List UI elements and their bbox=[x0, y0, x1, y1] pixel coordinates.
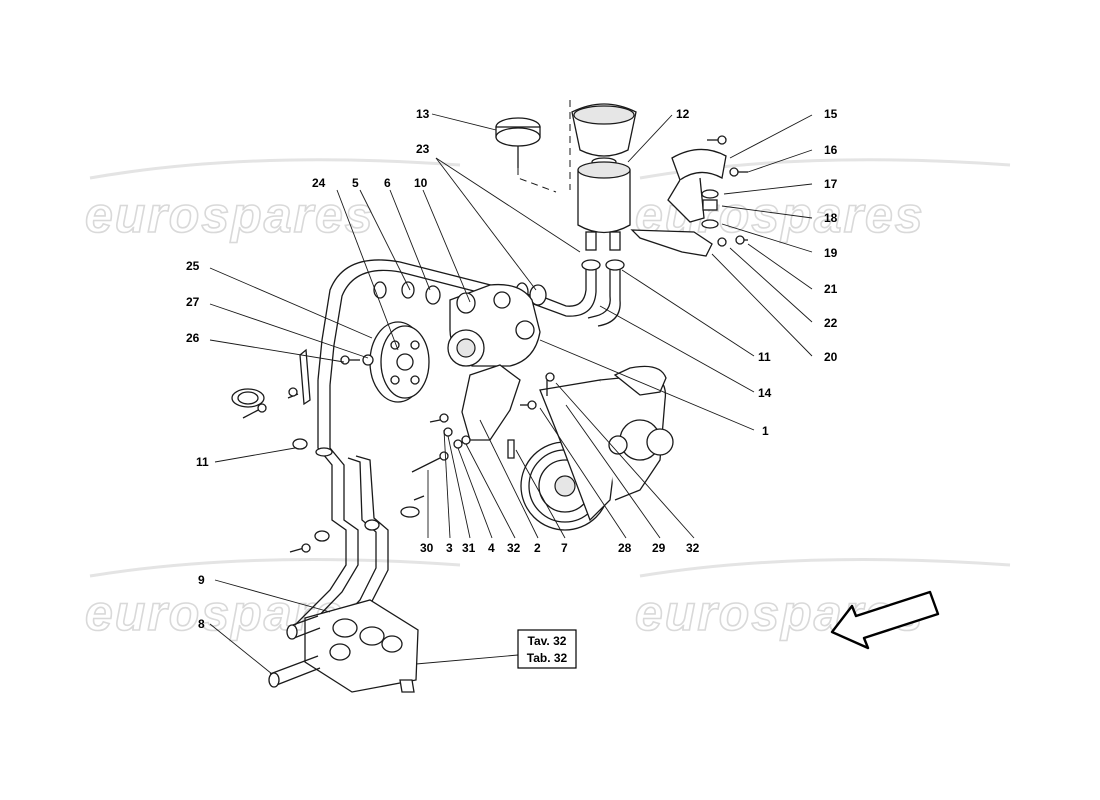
oil-cooler bbox=[268, 599, 419, 693]
callout-6: 6 bbox=[384, 176, 391, 190]
callout-14: 14 bbox=[758, 386, 772, 400]
callout-19: 19 bbox=[824, 246, 838, 260]
callout-5: 5 bbox=[352, 176, 359, 190]
callout-26: 26 bbox=[186, 331, 200, 345]
callout-9: 9 bbox=[198, 573, 205, 587]
direction-arrow-icon bbox=[830, 590, 940, 650]
callout-21: 21 bbox=[824, 282, 838, 296]
reservoir-bracket bbox=[630, 135, 748, 257]
callout-25: 25 bbox=[186, 259, 200, 273]
callout-24: 24 bbox=[312, 176, 326, 190]
callout-7: 7 bbox=[561, 541, 568, 555]
watermark-bottom-right: eurospares bbox=[634, 558, 1011, 642]
callout-27: 27 bbox=[186, 295, 200, 309]
callout-3: 3 bbox=[446, 541, 453, 555]
water-pump-assembly bbox=[520, 365, 674, 531]
callout-2: 2 bbox=[534, 541, 541, 555]
feed-lines bbox=[231, 348, 425, 637]
callout-32-right: 32 bbox=[686, 541, 700, 555]
callout-11-right: 11 bbox=[758, 350, 771, 364]
callout-28: 28 bbox=[618, 541, 632, 555]
callout-18: 18 bbox=[824, 211, 838, 225]
pump-pulley bbox=[340, 321, 430, 403]
callout-16: 16 bbox=[824, 143, 838, 157]
leader-lines bbox=[209, 113, 813, 675]
reference-box-line-2: Tab. 32 bbox=[527, 651, 568, 665]
reference-box: Tav. 32 Tab. 32 bbox=[517, 629, 577, 669]
reservoir-cap bbox=[495, 117, 557, 193]
callout-10: 10 bbox=[414, 176, 428, 190]
callout-22: 22 bbox=[824, 316, 838, 330]
callout-17: 17 bbox=[824, 177, 838, 191]
callout-4: 4 bbox=[488, 541, 495, 555]
callout-12: 12 bbox=[676, 107, 690, 121]
watermark-top-left: eurospares bbox=[84, 158, 461, 244]
callout-8: 8 bbox=[198, 617, 205, 631]
support-bracket bbox=[411, 364, 537, 473]
callout-32-left: 32 bbox=[507, 541, 521, 555]
callout-20: 20 bbox=[824, 350, 838, 364]
reference-box-line-1: Tav. 32 bbox=[528, 634, 567, 648]
callout-23: 23 bbox=[416, 142, 430, 156]
callout-31: 31 bbox=[462, 541, 476, 555]
callout-11-left: 11 bbox=[196, 455, 209, 469]
callout-1: 1 bbox=[762, 424, 769, 438]
callouts: 13 23 12 15 16 17 18 19 21 22 20 11 14 1… bbox=[186, 107, 838, 631]
callout-15: 15 bbox=[824, 107, 838, 121]
reference-box-frame bbox=[517, 629, 577, 669]
callout-13: 13 bbox=[416, 107, 430, 121]
callout-30: 30 bbox=[420, 541, 434, 555]
steering-pump bbox=[373, 281, 541, 367]
callout-29: 29 bbox=[652, 541, 666, 555]
reservoir bbox=[569, 100, 637, 251]
watermark-text: eurospares bbox=[85, 187, 375, 243]
